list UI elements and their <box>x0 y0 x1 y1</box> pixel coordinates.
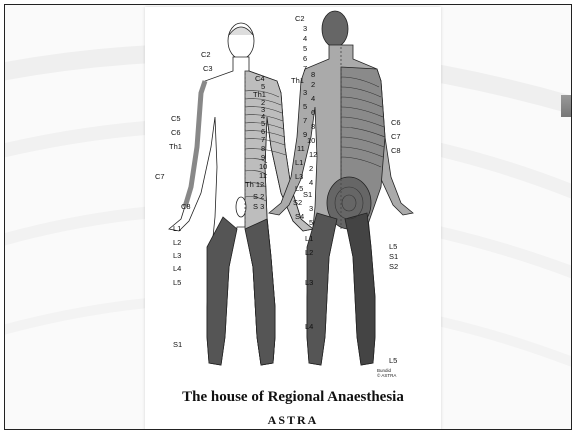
label-front-th12: Th 12 <box>245 181 264 189</box>
brand-name: ASTRA <box>145 413 441 428</box>
label-back-s2b: S2 <box>389 263 398 271</box>
label-back-11: 11 <box>297 145 305 153</box>
label-back-4c: 4 <box>309 179 313 187</box>
chart-caption: The house of Regional Anaesthesia <box>145 389 441 406</box>
label-back-c2: C2 <box>295 15 305 23</box>
label-front-c8: C8 <box>181 203 191 211</box>
label-front-s1: S1 <box>173 341 182 349</box>
label-back-6: 6 <box>303 55 307 63</box>
label-back-c8: C8 <box>391 147 401 155</box>
label-front-l2: L2 <box>173 239 181 247</box>
label-back-s4: S4 <box>295 213 304 221</box>
slide-edge-tab <box>561 95 572 117</box>
label-back-2: 2 <box>311 81 315 89</box>
credit-line-2: © ASTRA <box>377 373 396 378</box>
label-back-2c: 2 <box>309 165 313 173</box>
label-back-6b: 6 <box>311 109 315 117</box>
label-front-10: 10 <box>259 163 267 171</box>
label-back-4: 4 <box>303 35 307 43</box>
label-front-l5: L5 <box>173 279 181 287</box>
label-front-c5: C5 <box>171 115 181 123</box>
back-figure <box>269 11 413 365</box>
label-back-l5: L5 <box>389 243 397 251</box>
dermatome-figures <box>145 7 441 377</box>
label-back-s2: S2 <box>293 199 302 207</box>
label-front-8: 8 <box>261 145 265 153</box>
label-back-th1: Th1 <box>291 77 304 85</box>
label-back-3c: 3 <box>309 205 313 213</box>
label-front-c7: C7 <box>155 173 165 181</box>
slide-frame: C2 C3 C4 5 Th1 2 3 4 C5 5 C6 6 7 Th1 8 9… <box>4 4 572 430</box>
label-back-l3b: L3 <box>305 279 313 287</box>
label-front-c6: C6 <box>171 129 181 137</box>
label-front-l3: L3 <box>173 252 181 260</box>
label-back-12: 12 <box>309 151 317 159</box>
label-back-c7: C7 <box>391 133 401 141</box>
label-back-5: 5 <box>303 45 307 53</box>
label-front-l1: L1 <box>173 225 181 233</box>
label-back-l1: L1 <box>295 159 303 167</box>
label-front-l4: L4 <box>173 265 181 273</box>
label-back-7b: 7 <box>303 117 307 125</box>
label-back-l2: L2 <box>305 249 313 257</box>
label-back-l4: L4 <box>305 323 313 331</box>
label-front-s2: S 2 <box>253 193 264 201</box>
label-back-s1b: S1 <box>389 253 398 261</box>
chart-credit: Bundid © ASTRA <box>377 368 396 378</box>
label-back-5c: 5 <box>309 219 313 227</box>
label-back-s1: S1 <box>303 191 312 199</box>
label-back-3: 3 <box>303 25 307 33</box>
dermatome-chart: C2 C3 C4 5 Th1 2 3 4 C5 5 C6 6 7 Th1 8 9… <box>145 7 441 430</box>
label-front-s3: S 3 <box>253 203 264 211</box>
label-back-5b: 5 <box>303 103 307 111</box>
label-back-l1b: L1 <box>305 235 313 243</box>
label-front-9: 9 <box>261 154 265 162</box>
label-front-7: 7 <box>261 136 265 144</box>
label-front-c3: C3 <box>203 65 213 73</box>
label-back-l5b: L5 <box>389 357 397 365</box>
label-front-c2: C2 <box>201 51 211 59</box>
label-back-c6: C6 <box>391 119 401 127</box>
label-front-11: 11 <box>259 172 267 180</box>
label-back-8b: 8 <box>311 123 315 131</box>
label-back-7: 7 <box>303 65 307 73</box>
label-back-3b: 3 <box>303 89 307 97</box>
label-back-8: 8 <box>311 71 315 79</box>
label-back-l3: L3 <box>295 173 303 181</box>
label-back-4b: 4 <box>311 95 315 103</box>
label-back-10: 10 <box>307 137 315 145</box>
label-front-th1b: Th1 <box>169 143 182 151</box>
